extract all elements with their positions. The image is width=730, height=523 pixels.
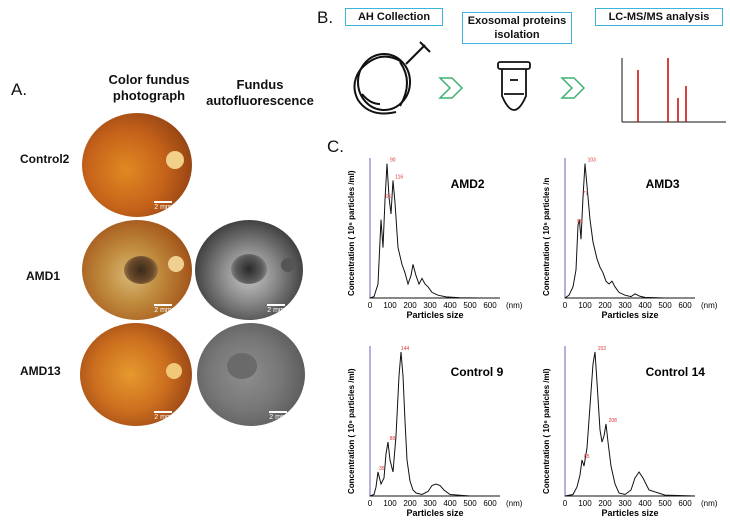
fundus-autofluorescence-header: Fundus autofluorescence: [206, 77, 314, 108]
amd13-autofluorescence-image: 2 mm: [197, 323, 305, 426]
x-tick-label: 300: [423, 301, 437, 310]
x-axis-label: Particles size: [406, 508, 463, 518]
x-unit-label: (nm): [506, 301, 523, 310]
x-tick-label: 0: [563, 301, 568, 310]
x-tick-label: 400: [638, 301, 652, 310]
panel-c-letter: C.: [327, 137, 344, 156]
amd1-autofluorescence-image: 2 mm: [195, 220, 303, 320]
x-tick-label: 400: [443, 499, 457, 508]
nta-chart-svg: 0 100 200 300 400 500 600 (nm) Particles size Con…: [347, 158, 523, 320]
scale-bar-label: 2 mm: [269, 414, 287, 421]
x-tick-label: 100: [383, 499, 397, 508]
concentration-line: [564, 351, 696, 497]
x-tick-label: 500: [463, 499, 477, 508]
peak-label: 116: [395, 174, 403, 180]
scale-bar-label: 2 mm: [154, 204, 172, 211]
test-tube-icon: [497, 61, 531, 111]
concentration-line: [564, 163, 695, 299]
x-tick-label: 400: [443, 301, 457, 310]
panel-a-letter: A.: [11, 80, 28, 99]
step-ah-collection: AH Collection: [345, 8, 443, 26]
peak-label: 98: [577, 219, 583, 225]
peak-label: 153: [598, 346, 607, 352]
x-tick-label: 200: [403, 499, 417, 508]
x-unit-label: (nm): [506, 499, 523, 508]
y-axis-label: Concentration ( 10⁶ particles /ml): [347, 368, 356, 494]
peak-label: 77: [582, 191, 588, 197]
scale-bar-label: 2 mm: [154, 307, 172, 314]
scale-bar-label: 2 mm: [267, 307, 285, 314]
peak-label: 35: [379, 466, 385, 472]
x-tick-label: 100: [578, 301, 592, 310]
x-tick-label: 100: [578, 499, 592, 508]
x-axis-label: Particles size: [406, 310, 463, 320]
x-unit-label: (nm): [701, 301, 718, 310]
eye-icon: [353, 41, 431, 115]
concentration-line: [369, 351, 500, 497]
x-tick-label: 500: [658, 499, 672, 508]
peak-label: 90: [390, 158, 396, 164]
row-label-amd1: AMD1: [26, 269, 61, 283]
x-tick-label: 200: [598, 499, 612, 508]
amd13-color-fundus-image: 2 mm: [80, 323, 192, 426]
x-tick-label: 600: [483, 301, 497, 310]
peak-label: 208: [609, 418, 618, 424]
amd1-color-fundus-image: 2 mm: [82, 220, 192, 320]
row-label-amd13: AMD13: [20, 364, 61, 378]
nta-plot-amd3: 0 100 200 300 400 500 600 (nm) Particles size Con…: [535, 140, 730, 320]
y-axis-label: Concentration ( 10⁶ particles /ml): [347, 170, 356, 296]
peak-label: 88: [390, 436, 396, 442]
x-tick-label: 600: [678, 301, 692, 310]
nta-plot-control9: 0 100 200 300 400 500 600 (nm) Particles size Con…: [340, 328, 535, 518]
x-tick-label: 500: [658, 301, 672, 310]
nta-chart-svg: 0 100 200 300 400 500 600 (nm) Particles size Con…: [347, 346, 523, 518]
x-tick-label: 100: [383, 301, 397, 310]
concentration-line: [369, 163, 500, 299]
plot-title: Control 9: [451, 365, 504, 379]
panel-b-letter: B.: [317, 8, 334, 27]
y-axis-label: Concentration ( 10⁶ particles /ml): [542, 368, 551, 494]
nta-plot-control14: 0 100 200 300 400 500 600 (nm) Particles size Con…: [535, 328, 730, 518]
step-exosomal-isolation: Exosomal proteins isolation: [462, 12, 572, 44]
x-axis-label: Particles size: [601, 508, 658, 518]
x-tick-label: 200: [403, 301, 417, 310]
x-tick-label: 0: [563, 499, 568, 508]
x-tick-label: 0: [368, 499, 373, 508]
peak-label: 66: [385, 194, 391, 200]
chevron-right-icon: [560, 77, 586, 99]
x-tick-label: 200: [598, 301, 612, 310]
x-tick-label: 400: [638, 499, 652, 508]
peak-label: 144: [401, 346, 410, 352]
step-lcms-analysis: LC-MS/MS analysis: [595, 8, 723, 26]
nta-chart-svg: 0 100 200 300 400 500 600 (nm) Particles size Con…: [542, 346, 718, 518]
peak-label: 85: [584, 454, 590, 460]
x-tick-label: 0: [368, 301, 373, 310]
scale-bar-label: 2 mm: [154, 414, 172, 421]
x-tick-label: 600: [678, 499, 692, 508]
x-tick-label: 600: [483, 499, 497, 508]
plot-title: AMD3: [646, 177, 680, 191]
chevron-right-icon: [438, 77, 464, 99]
x-tick-label: 300: [618, 499, 632, 508]
x-axis-label: Particles size: [601, 310, 658, 320]
y-axis-label: Concentration ( 10⁶ particles /n: [542, 178, 551, 296]
plot-title: AMD2: [451, 177, 485, 191]
peak-label: 103: [588, 158, 597, 164]
x-tick-label: 300: [618, 301, 632, 310]
nta-chart-svg: 0 100 200 300 400 500 600 (nm) Particles size Con…: [542, 158, 718, 320]
workflow-icons: [353, 41, 726, 123]
row-label-control2: Control2: [20, 152, 70, 166]
x-unit-label: (nm): [701, 499, 718, 508]
mass-spectrum-icon: [621, 58, 726, 123]
color-fundus-header: Color fundus photograph: [108, 72, 190, 103]
control2-color-fundus-image: 2 mm: [82, 113, 192, 217]
nta-plot-amd2: 0 100 200 300 400 500 600 (nm) Particles size Con…: [340, 140, 535, 320]
x-tick-label: 500: [463, 301, 477, 310]
plot-title: Control 14: [646, 365, 706, 379]
x-tick-label: 300: [423, 499, 437, 508]
